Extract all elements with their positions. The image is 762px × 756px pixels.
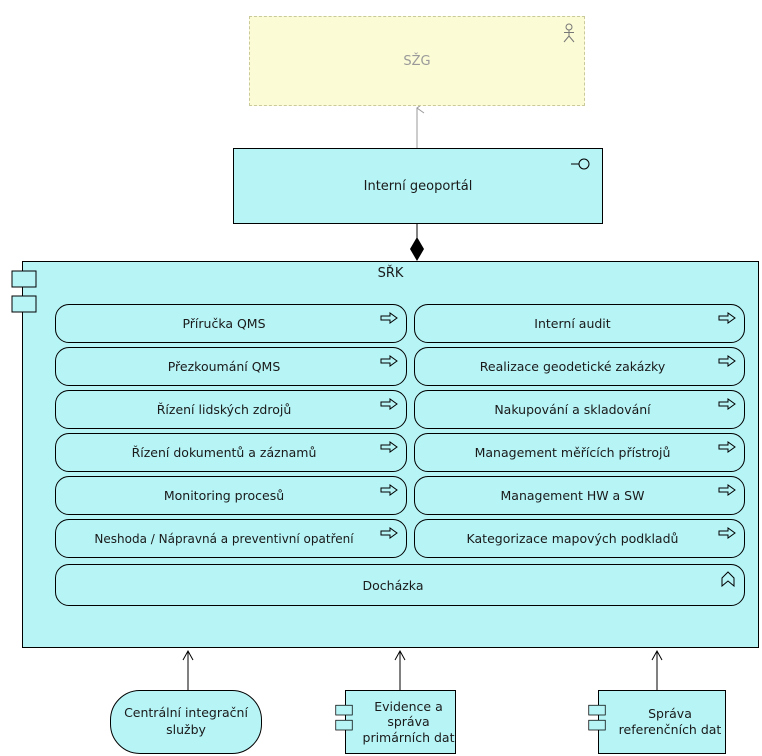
sprava-referencnich-dat[interactable]: Správa referenčních dat	[588, 690, 726, 754]
service-prezkoumani-qms[interactable]: Přezkoumání QMS	[55, 347, 407, 386]
service-interni-audit[interactable]: Interní audit	[414, 304, 745, 343]
evidence-primarnich-dat[interactable]: Evidence a správa primárních dat	[335, 690, 456, 754]
bottom-connectors	[182, 649, 663, 690]
actor-szg[interactable]: SŽG	[249, 16, 585, 106]
reference-label: Správa referenčních dat	[618, 706, 722, 737]
service-label: Příručka QMS	[182, 316, 266, 331]
service-arrow-icon	[380, 527, 398, 539]
service-rizeni-lidskych-zdroju[interactable]: Řízení lidských zdrojů	[55, 390, 407, 429]
service-arrow-icon	[380, 355, 398, 367]
function-label: Docházka	[362, 577, 424, 593]
service-label: Nakupování a skladování	[494, 402, 651, 417]
service-realizace-zakazky[interactable]: Realizace geodetické zakázky	[414, 347, 745, 386]
interni-geoportal-box[interactable]: Interní geoportál	[233, 148, 603, 224]
service-arrow-icon	[718, 398, 736, 410]
integration-label: Centrální integrační služby	[124, 705, 248, 737]
service-arrow-icon	[718, 355, 736, 367]
actor-icon	[563, 23, 575, 43]
service-label: Realizace geodetické zakázky	[479, 359, 666, 374]
service-label: Management HW a SW	[500, 488, 645, 503]
service-arrow-icon	[380, 398, 398, 410]
interface-icon	[571, 158, 590, 170]
service-label: Kategorizace mapových podkladů	[466, 531, 679, 546]
service-arrow-icon	[718, 527, 736, 539]
service-label: Monitoring procesů	[163, 488, 285, 503]
service-kategorizace[interactable]: Kategorizace mapových podkladů	[414, 519, 745, 558]
service-rizeni-dokumentu[interactable]: Řízení dokumentů a záznamů	[55, 433, 407, 472]
service-management-hw-sw[interactable]: Management HW a SW	[414, 476, 745, 515]
service-monitoring-procesu[interactable]: Monitoring procesů	[55, 476, 407, 515]
service-prirucka-qms[interactable]: Příručka QMS	[55, 304, 407, 343]
composition-diamond	[410, 237, 424, 261]
service-neshoda[interactable]: Neshoda / Nápravná a preventivní opatřen…	[55, 519, 407, 558]
component-icon	[11, 270, 37, 313]
function-icon	[721, 571, 735, 587]
evidence-label: Evidence a správa primárních dat	[362, 698, 455, 745]
service-arrow-icon	[718, 484, 736, 496]
service-arrow-icon	[718, 312, 736, 324]
srk-component[interactable]: SŘK Příručka QMS Přezkoumání QMS Řízení …	[11, 261, 759, 648]
service-label: Řízení lidských zdrojů	[156, 402, 292, 417]
component-icon	[588, 704, 606, 731]
service-arrow-icon	[380, 312, 398, 324]
component-icon	[335, 704, 353, 731]
service-management-pristroju[interactable]: Management měřících přístrojů	[414, 433, 745, 472]
service-arrow-icon	[380, 441, 398, 453]
service-label: Interní audit	[534, 316, 611, 331]
service-nakupovani[interactable]: Nakupování a skladování	[414, 390, 745, 429]
service-arrow-icon	[380, 484, 398, 496]
service-label: Management měřících přístrojů	[474, 445, 671, 460]
actor-label: SŽG	[403, 53, 431, 69]
centralni-integracni-sluzby[interactable]: Centrální integrační služby	[110, 690, 262, 754]
service-label: Řízení dokumentů a záznamů	[131, 445, 317, 460]
service-label: Neshoda / Nápravná a preventivní opatřen…	[94, 531, 354, 546]
function-dochazka[interactable]: Docházka	[55, 564, 745, 606]
service-label: Přezkoumání QMS	[167, 359, 281, 374]
srk-title: SŘK	[377, 266, 404, 281]
interni-geoportal-label: Interní geoportál	[363, 178, 473, 194]
service-arrow-icon	[718, 441, 736, 453]
